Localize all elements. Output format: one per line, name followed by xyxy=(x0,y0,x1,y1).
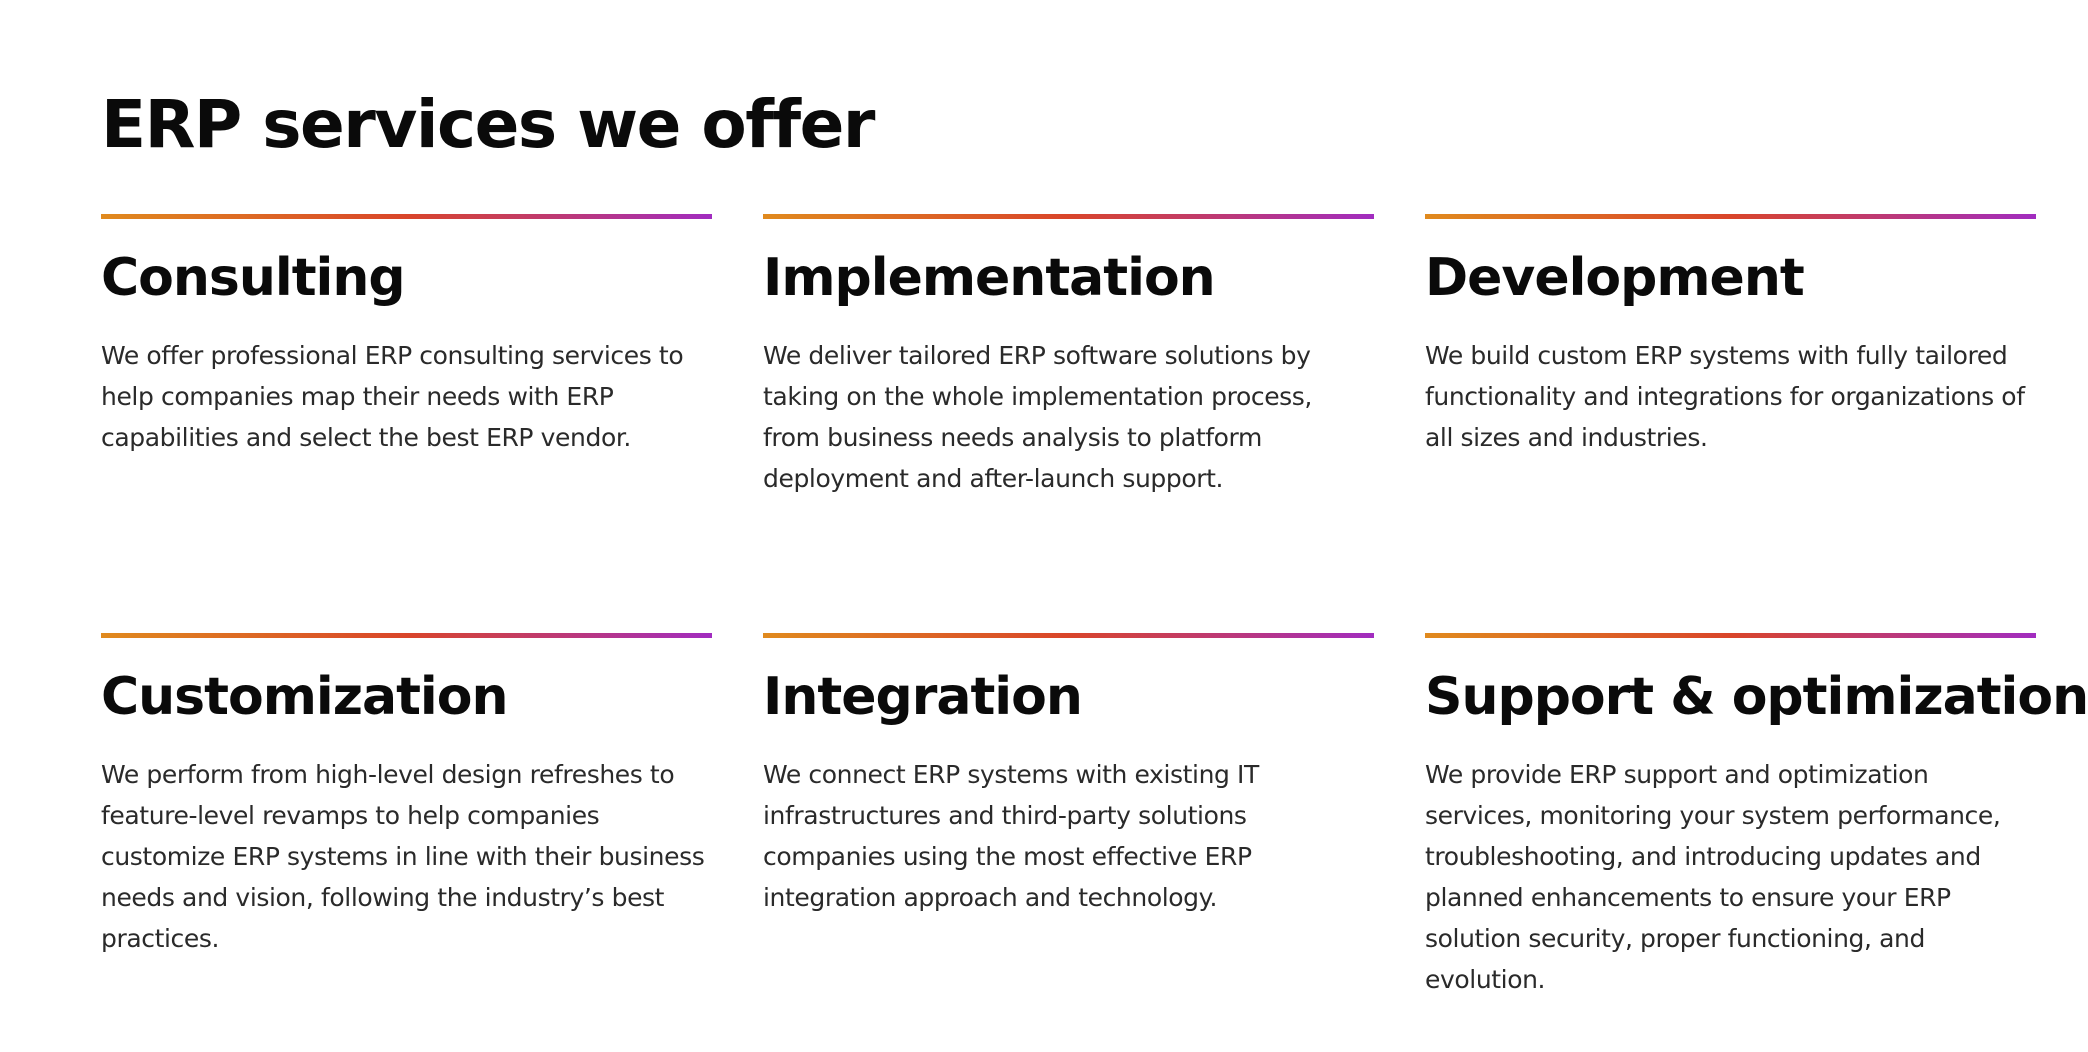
service-title: Customization xyxy=(101,667,509,727)
erp-services-section: ERP services we offer Consulting We offe… xyxy=(101,86,2088,994)
service-card-consulting: Consulting We offer professional ERP con… xyxy=(101,214,712,633)
service-title: Development xyxy=(1425,248,1805,308)
services-grid: Consulting We offer professional ERP con… xyxy=(101,214,2088,1052)
service-description: We deliver tailored ERP software solutio… xyxy=(763,341,1312,493)
service-title: Implementation xyxy=(763,248,1216,308)
service-card-support-optimization: Support & optimization We provide ERP su… xyxy=(1425,633,2088,1052)
service-title: Consulting xyxy=(101,248,406,308)
service-card-customization: Customization We perform from high-level… xyxy=(101,633,712,1052)
service-title: Support & optimization xyxy=(1425,667,2088,727)
card-gradient-rule xyxy=(101,633,712,638)
service-description: We provide ERP support and optimization … xyxy=(1425,760,2001,994)
service-description: We build custom ERP systems with fully t… xyxy=(1425,341,2025,452)
card-gradient-rule xyxy=(763,214,1374,219)
service-description: We perform from high-level design refres… xyxy=(101,760,705,953)
card-gradient-rule xyxy=(763,633,1374,638)
service-description: We offer professional ERP consulting ser… xyxy=(101,341,684,452)
section-title: ERP services we offer xyxy=(101,86,875,163)
service-description: We connect ERP systems with existing IT … xyxy=(763,760,1259,912)
service-card-integration: Integration We connect ERP systems with … xyxy=(763,633,1374,1052)
card-gradient-rule xyxy=(1425,633,2036,638)
card-gradient-rule xyxy=(101,214,712,219)
card-gradient-rule xyxy=(1425,214,2036,219)
service-card-implementation: Implementation We deliver tailored ERP s… xyxy=(763,214,1374,633)
service-card-development: Development We build custom ERP systems … xyxy=(1425,214,2036,633)
service-title: Integration xyxy=(763,667,1083,727)
